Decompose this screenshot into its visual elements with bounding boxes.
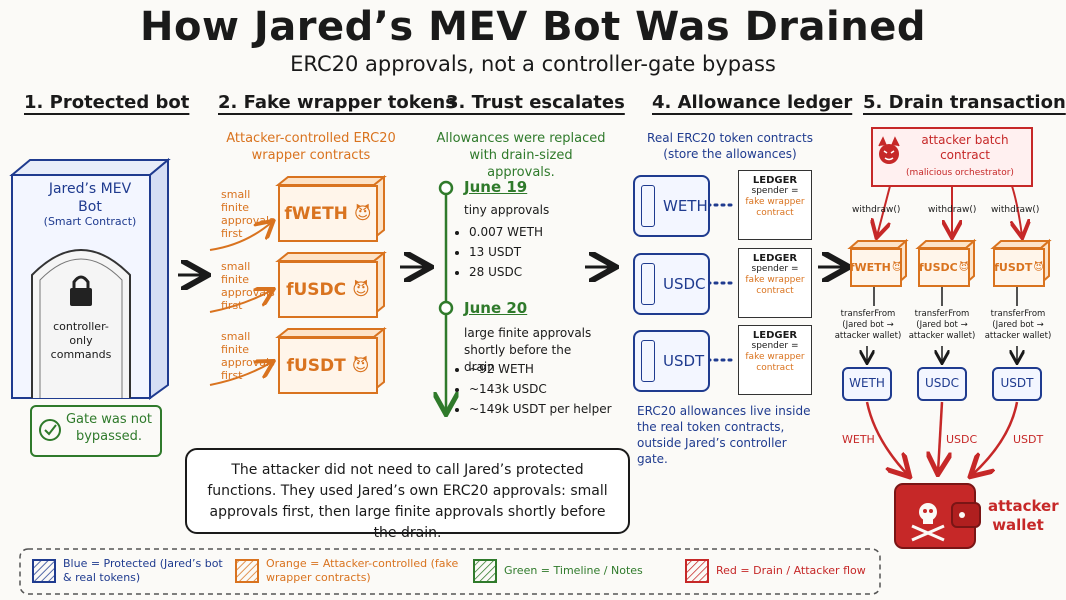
attacker-contract-sub: (malicious orchestrator) xyxy=(906,168,1014,178)
summary-box: The attacker did not need to call Jared’… xyxy=(185,448,630,541)
drain-real-token-weth: WETH xyxy=(849,376,885,390)
real-token-usdt: USDT xyxy=(633,330,710,392)
ledger-spender-value: fake wrapper contract xyxy=(745,275,805,296)
gate-text: controller-only commands xyxy=(50,320,112,361)
step-1-header: 1. Protected bot xyxy=(24,92,190,113)
timeline-item: ~143k USDC xyxy=(469,379,612,399)
devil-icon: 😈 xyxy=(958,262,970,273)
ledger-card-usdc: LEDGER spender = fake wrapper contract xyxy=(738,248,812,318)
ledger-card-usdt: LEDGER spender = fake wrapper contract xyxy=(738,325,812,395)
ledger-title: LEDGER xyxy=(752,330,798,341)
devil-icon: 😈 xyxy=(351,355,370,376)
legend-frame xyxy=(19,548,881,595)
timeline-items-1: 0.007 WETH 13 USDT 28 USDC xyxy=(449,222,543,282)
wrapper-token-fusdc: fUSDC😈 xyxy=(278,261,378,318)
devil-icon: 😈 xyxy=(1033,262,1044,273)
wrapper-token-fusdt: fUSDT😈 xyxy=(278,337,378,394)
approval-note-3: small finite approvals first xyxy=(221,330,275,382)
real-token-label: WETH xyxy=(663,197,708,215)
legend-orange: Orange = Attacker-controlled (fake wrapp… xyxy=(266,557,459,584)
timeline-item: ~149k USDT per helper xyxy=(469,399,612,419)
ledger-spender-value: fake wrapper contract xyxy=(745,197,805,218)
ledger-footer: ERC20 allowances live inside the real to… xyxy=(637,404,811,466)
ledger-title: LEDGER xyxy=(752,175,798,186)
step-2-header: 2. Fake wrapper tokens xyxy=(218,92,456,113)
transfer-label-1: transferFrom (Jared bot → attacker walle… xyxy=(834,309,902,341)
wrapper-token-label: fUSDT xyxy=(286,355,346,376)
withdraw-label-3: withdraw() xyxy=(991,205,1040,215)
devil-icon: 😈 xyxy=(891,262,903,273)
page-title: How Jared’s MEV Bot Was Drained xyxy=(140,4,926,50)
drain-fake-fusdc: fUSDC😈 xyxy=(918,248,970,287)
timeline-desc-1: tiny approvals xyxy=(464,203,550,217)
wrapper-token-label: fWETH xyxy=(284,203,348,224)
timeline-items-2: ~92 WETH ~143k USDC ~149k USDT per helpe… xyxy=(449,359,612,419)
devil-icon: 😈 xyxy=(352,279,370,300)
gate-note-box xyxy=(30,405,162,457)
wrapper-token-fweth: fWETH😈 xyxy=(278,185,378,242)
token-contract-icon xyxy=(641,185,655,227)
drain-fake-fusdt: fUSDT😈 xyxy=(993,248,1045,287)
token-contract-icon xyxy=(641,263,655,305)
drain-fake-label: fUSDC xyxy=(918,261,958,274)
step-3-header: 3. Trust escalates xyxy=(446,92,625,113)
bot-type: (Smart Contract) xyxy=(43,215,137,228)
drain-fake-fweth: fWETH😈 xyxy=(850,248,902,287)
timeline-desc-2: large finite approvals shortly before th… xyxy=(464,326,592,374)
drain-real-token-usdc: USDC xyxy=(924,376,960,390)
withdraw-label-1: withdraw() xyxy=(852,205,901,215)
gate-note: Gate was not bypassed. xyxy=(65,412,153,444)
attacker-wallet-icon xyxy=(894,483,981,549)
drain-fake-label: fUSDT xyxy=(994,261,1033,274)
withdraw-label-2: withdraw() xyxy=(928,205,977,215)
real-token-weth: WETH xyxy=(633,175,710,237)
ledger-spender-label: spender = xyxy=(751,341,799,351)
flow-label-weth: WETH xyxy=(842,433,875,446)
wrapper-token-label: fUSDC xyxy=(286,279,347,300)
timeline-item: ~92 WETH xyxy=(469,359,612,379)
attacker-wallet-label: attacker wallet xyxy=(988,497,1059,534)
devil-icon xyxy=(878,136,900,164)
approval-note-1: small finite approvals first xyxy=(221,188,275,240)
real-token-label: USDT xyxy=(663,352,705,370)
drain-fake-label: fWETH xyxy=(849,261,891,274)
devil-icon: 😈 xyxy=(353,203,372,224)
ledger-spender-label: spender = xyxy=(751,186,799,196)
step-4-header: 4. Allowance ledger xyxy=(652,92,853,113)
step-5-header: 5. Drain transaction xyxy=(863,92,1066,113)
transfer-label-3: transferFrom (Jared bot → attacker walle… xyxy=(984,309,1052,341)
approval-note-2: small finite approvals first xyxy=(221,260,275,312)
ledger-title: LEDGER xyxy=(752,253,798,264)
ledger-spender-label: spender = xyxy=(751,264,799,274)
legend-blue: Blue = Protected (Jared’s bot & real tok… xyxy=(63,557,223,584)
token-contract-icon xyxy=(641,340,655,382)
timeline-item: 0.007 WETH xyxy=(469,222,543,242)
ledger-caption: Real ERC20 token contracts (store the al… xyxy=(647,131,813,161)
attacker-contract-label: attacker batch contract xyxy=(921,133,1009,162)
timeline-caption: Allowances were replaced with drain-size… xyxy=(436,131,606,180)
ledger-spender-value: fake wrapper contract xyxy=(745,352,805,373)
bot-name: Jared’s MEV Bot xyxy=(48,181,132,215)
timeline-date-1: June 19 xyxy=(464,178,528,196)
timeline-date-2: June 20 xyxy=(464,299,528,317)
flow-label-usdt: USDT xyxy=(1013,433,1044,446)
page-subtitle: ERC20 approvals, not a controller-gate b… xyxy=(290,52,776,76)
ledger-card-weth: LEDGER spender = fake wrapper contract xyxy=(738,170,812,240)
real-token-label: USDC xyxy=(663,275,706,293)
wrappers-caption: Attacker-controlled ERC20 wrapper contra… xyxy=(226,131,396,163)
timeline-item: 13 USDT xyxy=(469,242,543,262)
real-token-usdc: USDC xyxy=(633,253,710,315)
transfer-label-2: transferFrom (Jared bot → attacker walle… xyxy=(908,309,976,341)
flow-label-usdc: USDC xyxy=(946,433,978,446)
timeline-item: 28 USDC xyxy=(469,262,543,282)
legend-red: Red = Drain / Attacker flow xyxy=(716,564,866,577)
bot-contract-box xyxy=(9,157,171,400)
legend-green: Green = Timeline / Notes xyxy=(504,564,643,577)
drain-real-token-usdt: USDT xyxy=(1000,376,1034,390)
